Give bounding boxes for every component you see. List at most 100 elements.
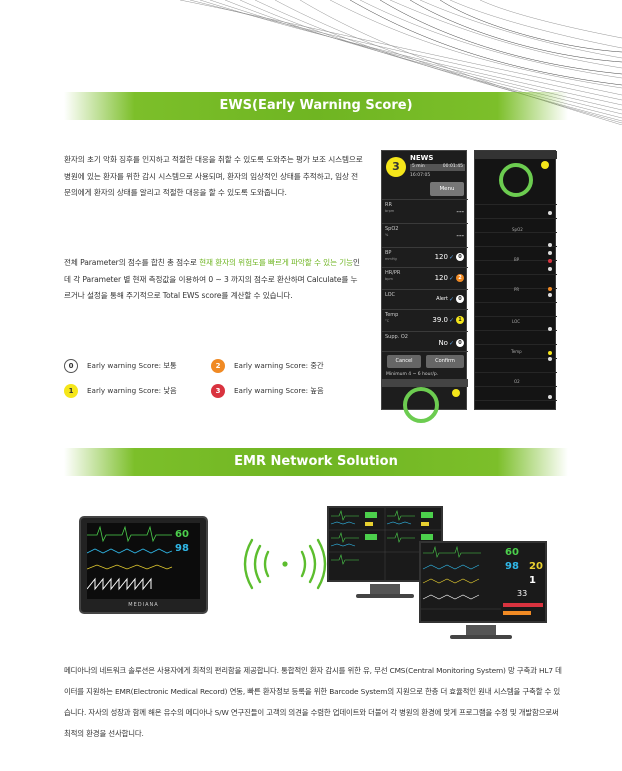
legend-item-score-0: 0 Early warning Score: 보통	[64, 359, 177, 373]
param-score-badge: 2	[456, 274, 464, 282]
param-unit: brpm	[385, 209, 395, 213]
param-value: 120	[434, 274, 448, 282]
param-unit: mmHg	[385, 257, 397, 261]
news-interval: 5 min	[412, 164, 425, 169]
news-monitor-screen: 3 NEWS 5 min 00:01:45 16:07:05 Menu RR b…	[381, 150, 468, 423]
param-label: LOC	[385, 292, 396, 298]
ews-paragraph-2-part-1: 전체 Parameter의 점수를 합친 총 점수로	[64, 258, 200, 267]
emr-description-paragraph: 메디아나의 네트워크 솔루션은 사용자에게 최적의 편리함을 제공합니다. 통합…	[64, 666, 562, 738]
param-unit: bpm	[385, 277, 393, 281]
check-icon: ✓	[448, 295, 454, 303]
yellow-indicator-icon	[541, 161, 549, 169]
legend-item-score-3: 3 Early warning Score: 높음	[211, 384, 324, 398]
trend-label: PR	[514, 287, 520, 292]
param-label: Temp	[385, 312, 399, 318]
score-3-badge: 3	[211, 384, 225, 398]
multi-patient-display	[329, 508, 441, 580]
wave-decoration	[179, 0, 622, 125]
legend-label-score-2: Early warning Score: 중간	[234, 361, 324, 370]
confirm-button[interactable]: Confirm	[426, 355, 464, 368]
waveform-graphic	[421, 545, 501, 610]
ews-paragraph-2-part-2: 인데 각 Parameter 별 현재 측정값을 이용하여 0 ~ 3 까지의 …	[64, 258, 360, 300]
ews-section-banner: EWS(Early Warning Score)	[64, 92, 568, 120]
param-row-hr-pr: HR/PR bpm 120✓2	[382, 267, 468, 289]
legend-item-score-1: 1 Early warning Score: 낮음	[64, 384, 177, 398]
param-score-badge: 1	[456, 316, 464, 324]
total-ews-score-badge: 3	[386, 157, 406, 177]
param-label: Supp. O2	[385, 334, 408, 340]
cancel-button[interactable]: Cancel	[387, 355, 421, 368]
score-1-badge: 1	[64, 384, 78, 398]
monitor-base	[450, 635, 512, 639]
spo2-value: 98	[505, 561, 519, 572]
legend-label-score-1: Early warning Score: 낮음	[87, 386, 177, 395]
param-row-supp-o2: Supp. O2 No✓0	[382, 331, 468, 351]
news-countdown: 00:01:45	[442, 164, 463, 169]
param-score-badge: 0	[456, 295, 464, 303]
trend-label: LOC	[512, 319, 521, 324]
param-unit: %	[385, 233, 389, 237]
check-icon: ✓	[448, 339, 454, 347]
param-value: ---	[456, 208, 464, 216]
ews-description-paragraph-2: 전체 Parameter의 점수를 합친 총 점수로 현재 환자의 위험도를 빠…	[64, 255, 364, 305]
param-row-spo2: SpO2 % ---	[382, 223, 468, 247]
score-0-badge: 0	[64, 359, 78, 373]
score-2-badge: 2	[211, 359, 225, 373]
param-row-rr: RR brpm ---	[382, 199, 468, 223]
param-unit: °C	[385, 319, 390, 323]
news-title: NEWS	[410, 154, 434, 162]
wifi-signal-icon	[243, 538, 327, 590]
param-value: 33	[517, 589, 528, 598]
param-value: ---	[456, 232, 464, 240]
hr-value: 60	[505, 547, 519, 558]
waveform-graphic	[87, 525, 173, 591]
legend-label-score-0: Early warning Score: 보통	[87, 361, 177, 370]
ews-description-paragraph-1: 환자의 초기 악화 징후를 인지하고 적절한 대응을 취할 수 있도록 도와주는…	[64, 155, 363, 197]
param-row-temp: Temp °C 39.0✓1	[382, 309, 468, 331]
param-value: 39.0	[432, 316, 448, 324]
resp-value: 20	[529, 561, 543, 572]
param-score-badge: 0	[456, 253, 464, 261]
param-label: SpO2	[385, 226, 399, 232]
trend-grid	[475, 201, 557, 401]
check-icon: ✓	[448, 316, 454, 324]
menu-button[interactable]: Menu	[430, 182, 464, 196]
yellow-indicator-icon	[452, 389, 460, 397]
brand-logo: MEDIANA	[128, 602, 159, 608]
monitor-stand	[370, 584, 400, 594]
param-value: No	[438, 339, 448, 347]
check-icon: ✓	[448, 253, 454, 261]
monitor-base	[356, 594, 414, 598]
legend-label-score-3: Early warning Score: 높음	[234, 386, 324, 395]
param-value: Alert	[436, 296, 448, 302]
param-label: HR/PR	[385, 270, 401, 276]
monitor-stand	[466, 625, 496, 635]
tablet-spo2-value: 98	[175, 543, 189, 554]
home-ring-icon	[499, 163, 533, 197]
news-clock: 16:07:05	[410, 173, 431, 178]
status-bar	[382, 379, 468, 387]
param-value: 1	[529, 575, 536, 586]
emr-section-banner: EMR Network Solution	[64, 448, 568, 476]
param-score-badge: 0	[456, 339, 464, 347]
param-value: 120	[434, 253, 448, 261]
legend-item-score-2: 2 Early warning Score: 중간	[211, 359, 324, 373]
news-timer-bar: 5 min 00:01:45	[410, 164, 465, 171]
tablet-display: 60 98	[87, 523, 200, 599]
home-ring-icon	[403, 387, 439, 423]
param-row-bp: BP mmHg 120✓0	[382, 247, 468, 267]
param-label: BP	[385, 250, 392, 256]
param-label: RR	[385, 202, 392, 208]
check-icon: ✓	[448, 274, 454, 282]
tablet-hr-value: 60	[175, 529, 189, 540]
trend-label: O2	[514, 379, 520, 384]
param-row-loc: LOC Alert✓0	[382, 289, 468, 309]
patient-monitor-tablet: 60 98 MEDIANA	[79, 516, 208, 614]
minimum-interval-note: Minimum 4 ~ 6 hour/p.	[386, 372, 439, 377]
trend-label: BP	[514, 257, 520, 262]
central-monitor-front: 60 98 20 1 33	[419, 541, 547, 623]
trend-label: Temp	[511, 349, 522, 354]
trend-monitor-screen: SpO2 BP PR LOC Temp O2	[474, 150, 557, 410]
top-status-bar	[475, 151, 557, 159]
trend-label: SpO2	[512, 227, 523, 232]
